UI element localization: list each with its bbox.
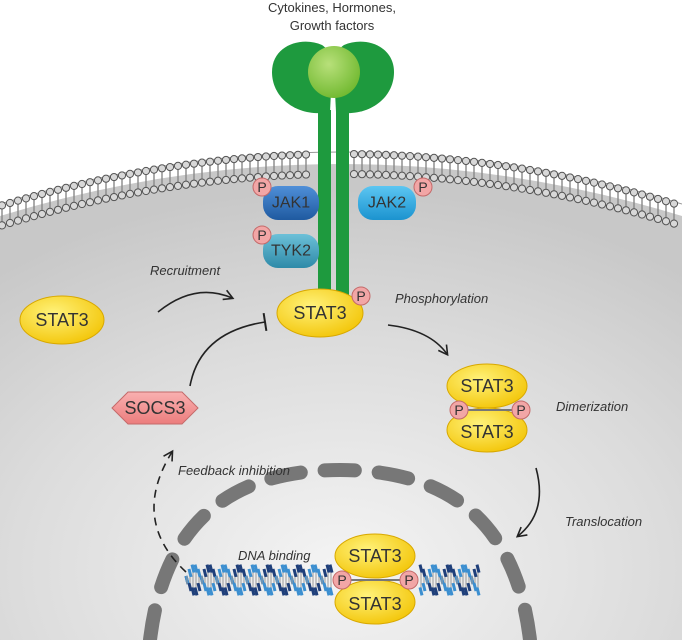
translocation-arrow [515, 467, 541, 538]
dna-helix [184, 564, 481, 596]
translocation-label: Translocation [565, 514, 642, 529]
phospho-tyk2: P [252, 225, 272, 245]
svg-text:STAT3: STAT3 [460, 422, 513, 442]
svg-text:P: P [257, 227, 266, 243]
stat3-dimer-cytoplasm: STAT3 STAT3 P P [446, 363, 531, 453]
stat3-dimer-dna-bound: STAT3 STAT3 P P [332, 533, 419, 625]
svg-text:P: P [454, 402, 463, 418]
phosphorylation-label: Phosphorylation [395, 291, 488, 306]
svg-text:STAT3: STAT3 [460, 376, 513, 396]
recruitment-label: Recruitment [150, 263, 221, 278]
phospho-jak1: P [252, 177, 272, 197]
jak2-kinase: JAK2 [358, 186, 416, 220]
jak1-kinase: JAK1 [263, 186, 319, 220]
ligand-ball [308, 46, 360, 98]
dna-binding-label: DNA binding [238, 548, 311, 563]
socs3-inhibition-line [189, 312, 268, 387]
phospho-jak2: P [413, 177, 433, 197]
svg-text:P: P [257, 179, 266, 195]
socs3-hexagon: SOCS3 [111, 391, 199, 425]
svg-text:P: P [404, 572, 413, 588]
svg-text:P: P [516, 402, 525, 418]
jak1-label: JAK1 [272, 195, 310, 212]
ligand-label-line1: Cytokines, Hormones, [268, 0, 396, 15]
svg-text:STAT3: STAT3 [348, 546, 401, 566]
svg-text:SOCS3: SOCS3 [124, 398, 185, 418]
recruitment-arrow [157, 289, 235, 313]
svg-text:P: P [418, 179, 427, 195]
phospho-stat3-bound: P [351, 286, 371, 306]
feedback-inhibition-label: Feedback inhibition [178, 463, 290, 478]
tyk2-label: TYK2 [271, 243, 311, 260]
phosphorylation-arrow [387, 324, 449, 357]
feedback-dashed-arrow [153, 449, 187, 573]
svg-text:P: P [356, 288, 365, 304]
svg-text:STAT3: STAT3 [35, 310, 88, 330]
jak2-label: JAK2 [368, 195, 406, 212]
svg-text:P: P [337, 572, 346, 588]
svg-text:STAT3: STAT3 [348, 594, 401, 614]
svg-text:STAT3: STAT3 [293, 303, 346, 323]
stat3-free: STAT3 [19, 295, 105, 345]
nuclear-envelope [143, 462, 537, 640]
ligand-label-line2: Growth factors [290, 18, 375, 33]
dimerization-label: Dimerization [556, 399, 628, 414]
tyk2-kinase: TYK2 [263, 234, 319, 268]
stat3-receptor-bound: STAT3 [276, 288, 364, 338]
cytoplasm [0, 164, 682, 640]
cell-membrane [0, 149, 682, 230]
